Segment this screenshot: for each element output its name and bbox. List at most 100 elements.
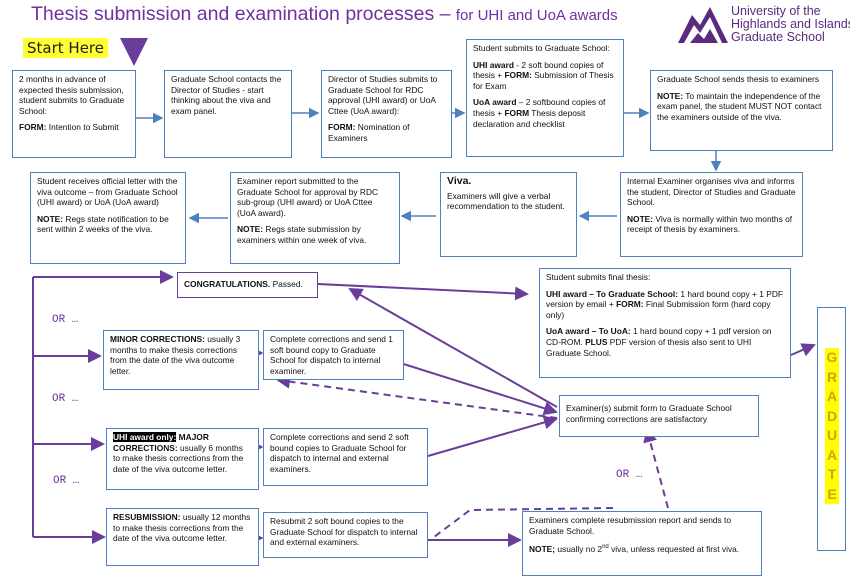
viva-box: Viva. Examiners will give a verbal recom… [440,172,577,257]
congrats-label: CONGRATULATIONS. [184,279,271,289]
graduate-letter: A [826,446,838,463]
form-label: FORM: [19,122,47,133]
box-text: Student submits final thesis: [546,272,651,282]
box-text: Internal Examiner organises viva and inf… [627,176,796,208]
uhi-form-text: Submission of Thesis for Exam [473,70,614,91]
graduate-letter: R [826,368,838,385]
page-title: Thesis submission and examination proces… [31,3,618,26]
minor-corrections-box: MINOR CORRECTIONS: usually 3 months to m… [103,330,259,390]
or-label: OR … [53,475,80,487]
note-text: Regs state notification to be sent withi… [37,213,169,235]
note-pre: usually no 2 [557,543,603,554]
box-text: Director of Studies submits to Graduate … [328,74,438,116]
box-text: Examiners complete resubmission report a… [529,515,732,536]
official-letter-box: Student receives official letter with th… [30,172,186,264]
uhi-only-highlight: UHI award only: [113,432,177,442]
note-label: NOTE: [237,224,264,235]
major-label: MAJOR CORRECTIONS: [113,432,209,453]
uhi-form-label: FORM: [504,70,532,81]
logo-line-3: Graduate School [731,30,825,44]
graduate-letter: G [826,349,838,365]
congrats-text: Passed. [272,279,303,289]
note-label: NOTE: [657,90,684,101]
box-text: Examiner report submitted to the Graduat… [237,176,379,218]
note-post: viva, unless requested at first viva. [611,543,740,554]
uhi-text: - 2 soft bound copies of thesis + [473,59,604,81]
graduate-letter: E [827,485,837,502]
uhi-logo: University of the Highlands and Islands … [676,1,850,47]
logo-line-1: University of the [731,4,821,18]
mountain-logo-icon [678,7,728,43]
form-text: Intention to Submit [48,122,119,133]
graduate-school-contacts-box: Graduate School contacts the Director of… [164,70,292,158]
box-text: Complete corrections and send 1 soft bou… [270,334,393,376]
graduate-letter: D [826,407,838,424]
graduate-letters: G R A D U A T E [825,348,839,504]
form-label: FORM: [328,122,356,133]
box-text: Resubmit 2 soft bound copies to the Grad… [270,516,418,548]
student-submits-box: Student submits to Graduate School: UHI … [466,39,624,157]
resubmission-report-box: Examiners complete resubmission report a… [522,511,762,576]
major-corrections-action-box: Complete corrections and send 2 soft bou… [263,428,428,486]
minor-corrections-action-box: Complete corrections and send 1 soft bou… [263,330,404,380]
nomination-box: Director of Studies submits to Graduate … [321,70,452,158]
send-to-examiners-box: Graduate School sends thesis to examiner… [650,70,833,151]
logo-text: University of the Highlands and Islands … [731,5,850,44]
box-text: Examiners will give a verbal recommendat… [447,190,565,212]
uoa-form-text: Thesis deposit declaration and checklist [473,107,586,129]
or-label: OR … [52,314,79,326]
box-text: Examiner(s) submit form to Graduate Scho… [566,403,732,424]
note-sup: nd [602,544,609,551]
examiner-report-box: Examiner report submitted to the Graduat… [230,172,400,264]
note-text: Viva is normally within two months of re… [627,213,793,235]
uoa-text2: PDF version of thesis also sent to UHI G… [546,336,752,358]
start-here-label: Start Here [23,38,108,58]
uoa-label: UoA award [473,97,517,108]
note-label: NOTE; [529,543,556,554]
graduate-letter: U [826,427,838,443]
or-label: OR … [52,393,79,405]
final-thesis-box: Student submits final thesis: UHI award … [539,268,791,378]
congratulations-box: CONGRATULATIONS. Passed. [177,272,318,298]
graduate-box: G R A D U A T E [817,307,846,551]
box-text: Graduate School contacts the Director of… [171,74,282,116]
uhi-label: UHI award [473,59,514,70]
box-text: Student submits to Graduate School: [473,43,610,53]
uoa-form-label: FORM [504,107,530,118]
box-text: Complete corrections and send 2 soft bou… [270,432,409,474]
uhi-text: 1 hard bound copy + 1 PDF version by ema… [546,288,784,310]
or-label: OR … [616,469,643,481]
organise-viva-box: Internal Examiner organises viva and inf… [620,172,803,257]
uhi-form-label: FORM: [616,299,644,310]
form-text: Nomination of Examiners [328,122,410,143]
major-text: usually 6 months to make thesis correcti… [113,442,244,474]
graduate-letter: T [827,466,837,482]
box-text: Graduate School sends thesis to examiner… [657,74,820,84]
intention-to-submit-box: 2 months in advance of expected thesis s… [12,70,136,158]
note-text: Regs state submission by examiners withi… [237,224,367,245]
uhi-form-text: Final Submission form (hard copy only) [546,299,771,320]
viva-heading: Viva. [447,175,472,187]
minor-label: MINOR CORRECTIONS: [110,334,205,344]
note-text: To maintain the independence of the exam… [657,90,822,122]
resub-text: usually 12 months to make thesis correct… [113,512,251,544]
title-sub: for UHI and UoA awards [455,7,618,24]
note-label: NOTE: [37,213,64,224]
graduate-letter: A [826,388,838,404]
note-label: NOTE: [627,213,654,224]
resub-label: RESUBMISSION: [113,512,181,522]
box-text: 2 months in advance of expected thesis s… [19,74,125,116]
title-main: Thesis submission and examination proces… [31,3,456,25]
logo-line-2: Highlands and Islands [731,17,850,31]
uoa-text: – 2 softbound copies of thesis + [473,97,606,118]
box-text: Student receives official letter with th… [37,176,178,208]
uoa-text: 1 hard bound copy + 1 pdf version on CD-… [546,326,772,347]
resubmission-box: RESUBMISSION: usually 12 months to make … [106,508,259,566]
major-corrections-box: UHI award only: MAJOR CORRECTIONS: usual… [106,428,259,490]
uoa-label: UoA award – To UoA: [546,326,631,337]
resubmission-action-box: Resubmit 2 soft bound copies to the Grad… [263,512,428,558]
minor-text: usually 3 months to make thesis correcti… [110,334,241,376]
uhi-label: UHI award – To Graduate School: [546,288,679,299]
uoa-plus: PLUS [585,336,608,347]
